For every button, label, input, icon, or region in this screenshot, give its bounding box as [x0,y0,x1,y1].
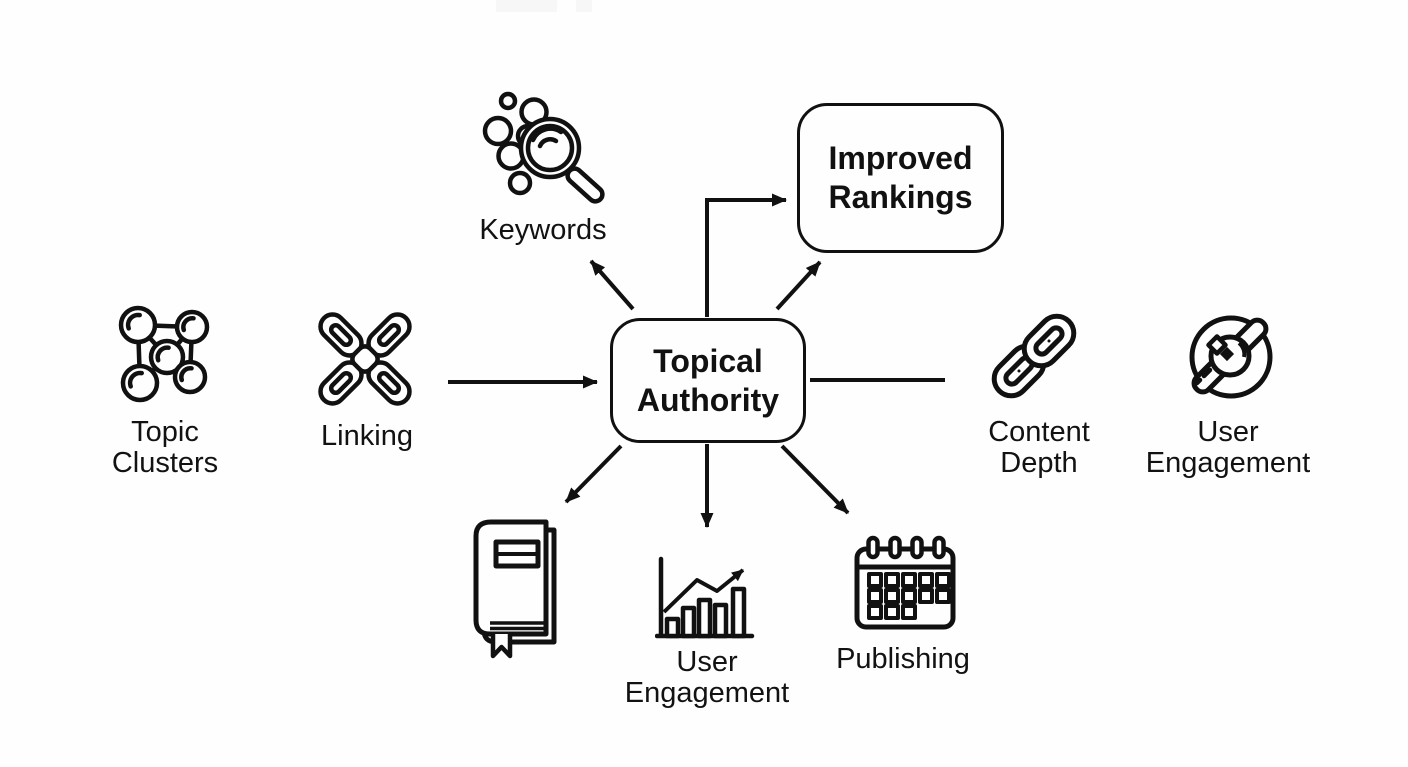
growth-bar-chart-icon [655,556,755,639]
user-engagement-right-label: User Engagement [1145,416,1311,479]
improved-rankings-box: Improved Rankings [797,103,1004,253]
arrow-center-to-book [564,444,623,504]
publishing-label: Publishing [836,643,970,675]
topic-clusters-label: Topic Clusters [111,416,219,479]
topical-authority-label: Topical Authority [636,342,780,418]
chain-link-icon [991,313,1077,399]
molecule-cluster-icon [118,305,210,403]
arrow-center-to-rankings-diagonal [775,260,822,311]
calendar-icon [854,535,956,630]
improved-rankings-label: Improved Rankings [828,140,973,215]
arrow-center-to-keywords [589,259,635,311]
crossed-chain-links-icon [318,312,412,406]
content-depth-label: Content Depth [988,416,1090,479]
top-edge-artifact [496,0,557,12]
user-engagement-bottom-label: User Engagement [624,646,790,709]
keywords-label: Keywords [479,214,607,246]
topical-authority-box: Topical Authority [610,318,806,443]
book-icon [473,519,557,659]
linking-label: Linking [321,420,413,452]
magnifier-bubbles-icon [482,91,605,204]
circle-wrench-icon [1189,315,1273,399]
arrow-center-to-rankings-elbow [705,193,787,317]
arrow-center-to-calendar [780,444,850,515]
top-edge-artifact [576,0,592,12]
